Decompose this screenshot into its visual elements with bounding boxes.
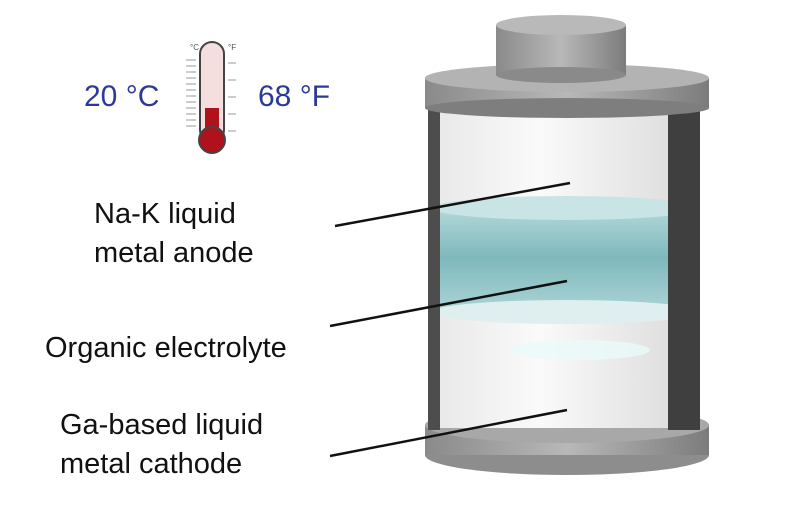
battery-top: [425, 15, 709, 118]
anode-leader-line: [334, 181, 571, 228]
temperature-fahrenheit: 68 °F: [258, 80, 331, 113]
anode-label-line2: metal anode: [94, 237, 254, 269]
anode-layer: [432, 100, 700, 210]
thermometer-unit-f: °F: [228, 43, 236, 52]
electrolyte-label: Organic electrolyte: [45, 332, 287, 364]
cathode-label-line1: Ga-based liquid: [60, 409, 264, 441]
electrolyte-leader-line: [329, 279, 568, 328]
thermometer-icon: °C °F: [186, 41, 236, 154]
cathode-layer: [432, 310, 700, 428]
temperature-celsius: 20 °C: [84, 80, 160, 113]
casing-right-strip: [668, 100, 700, 430]
electrolyte-layer: [432, 205, 700, 310]
cathode-label-line2: metal cathode: [60, 448, 243, 480]
anode-label-line1: Na-K liquid: [94, 198, 236, 230]
thermometer-unit-c: °C: [190, 43, 199, 52]
cathode-leader-line: [329, 408, 568, 458]
casing-left-strip: [428, 100, 440, 430]
